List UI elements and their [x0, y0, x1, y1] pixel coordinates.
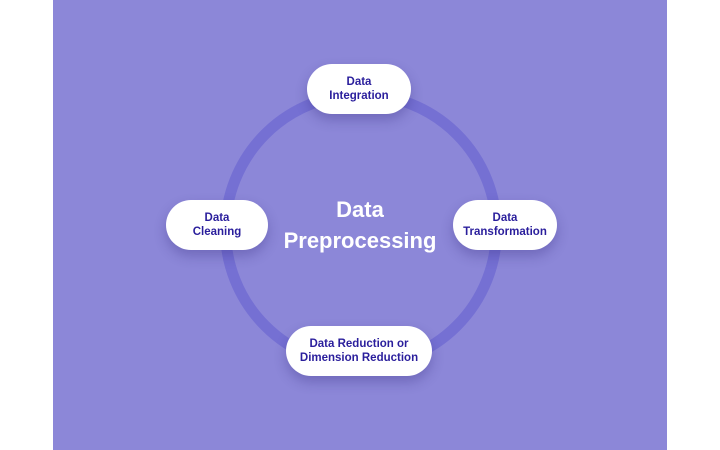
node-label-line-1: Data [492, 212, 518, 224]
node-data-cleaning: Data Cleaning [166, 200, 268, 250]
node-label-line-2: Dimension Reduction [299, 352, 419, 364]
node-label-line-1: Data [346, 76, 372, 88]
node-data-transformation: Data Transformation [453, 200, 557, 250]
node-data-reduction: Data Reduction or Dimension Reduction [286, 326, 432, 376]
node-label-line-2: Integration [329, 90, 389, 102]
node-label-line-1: Data Reduction or [309, 338, 409, 350]
center-title: Data Preprocessing [260, 194, 460, 256]
node-label-line-2: Transformation [463, 226, 547, 238]
node-label-line-2: Cleaning [192, 226, 242, 238]
node-data-integration: Data Integration [307, 64, 411, 114]
center-title-line-2: Preprocessing [283, 228, 437, 253]
center-title-line-1: Data [336, 197, 384, 222]
node-label-line-1: Data [204, 212, 230, 224]
